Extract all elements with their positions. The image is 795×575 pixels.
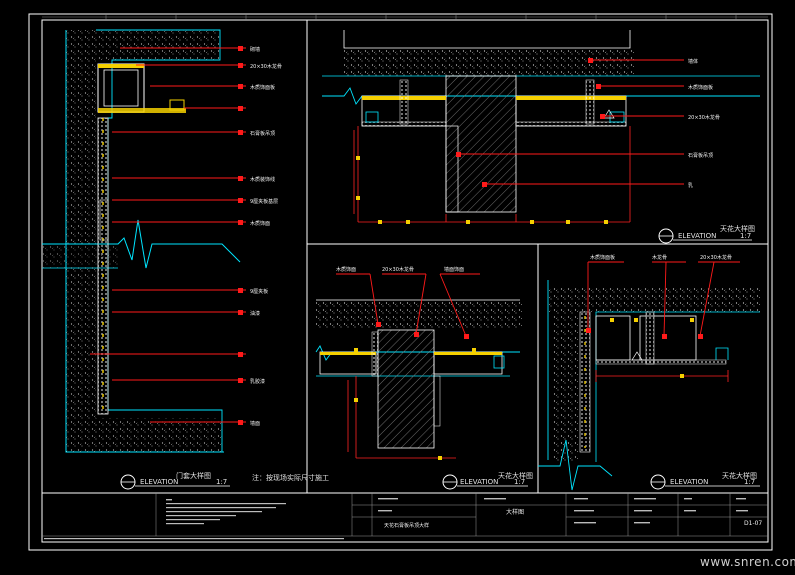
view-tag-label: ELEVATION (678, 232, 716, 240)
watermark: www.snren.com (700, 555, 795, 569)
view-tag-2: ELEVATION 天花大样图 1:7 (658, 224, 755, 244)
view-caption: 天花大样图 (720, 224, 755, 233)
v1-label: 木质饰面 (250, 220, 270, 227)
detail-view-1: 砌墙 20×30木龙骨 木质饰面板 石膏板吊顶 木质装饰线 9厘夹板基层 木质饰… (42, 29, 329, 490)
view-tag-label: ELEVATION (670, 478, 708, 486)
v2-label: 墙体 (688, 58, 698, 65)
v4-label: 木质饰面板 (590, 254, 615, 261)
v2-label: 20×30木龙骨 (688, 114, 720, 121)
v3-label: 木质饰面 (336, 266, 356, 273)
v1-label: 9厘夹板基层 (250, 198, 278, 205)
v3-label: 墙面饰面 (444, 266, 464, 273)
v1-label: 木质装饰线 (250, 176, 275, 183)
view-tag-4: ELEVATION 天花大样图 1:7 (650, 471, 760, 490)
sheet-number: D1-07 (744, 520, 762, 527)
v1-label: 油漆 (250, 310, 260, 317)
view-tag-3: ELEVATION 天花大样图 1:7 (442, 471, 533, 490)
v1-label: 石膏板吊顶 (250, 130, 275, 137)
title-block: 天花石膏板吊顶大样 大样图 D1-07 (41, 492, 769, 543)
v1-label: 乳胶漆 (250, 378, 265, 385)
view-scale: 1:7 (216, 478, 227, 486)
v1-label: 砌墙 (250, 46, 260, 53)
v1-label: 9厘夹板 (250, 288, 268, 295)
view-tag-label: ELEVATION (140, 478, 178, 486)
view-scale: 1:7 (514, 478, 525, 486)
drawing-name: 大样图 (506, 508, 524, 516)
v1-label: 墙面 (250, 420, 260, 427)
view-tag-label: ELEVATION (460, 478, 498, 486)
v4-label: 20×30木龙骨 (700, 254, 732, 261)
v1-label: 20×30木龙骨 (250, 63, 282, 70)
detail-view-4: 木质饰面板 木龙骨 20×30木龙骨 ELEVATION 天花大样图 1:7 (538, 254, 760, 491)
view1-side-note: 注：按现场实际尺寸施工 (252, 473, 329, 482)
title-block-bottom-note: 天花石膏板吊顶大样 (384, 522, 429, 529)
v2-label: 木质饰面板 (688, 84, 713, 91)
detail-view-3: 木质饰面 20×30木龙骨 墙面饰面 ELEVATION 天花大样图 1:7 (315, 266, 533, 490)
view-scale: 1:7 (744, 478, 755, 486)
v2-label: 石膏板吊顶 (688, 152, 713, 159)
view-caption: 天花大样图 (498, 471, 533, 480)
v4-label: 木龙骨 (652, 254, 667, 261)
border-ruler (42, 14, 768, 20)
view-caption: 门套大样图 (176, 471, 211, 480)
view-tag-1: ELEVATION 门套大样图 1:7 (120, 471, 230, 490)
detail-view-2: 墙体 木质饰面板 20×30木龙骨 石膏板吊顶 乳 ELEVATION 天花大样… (322, 30, 760, 244)
view-scale: 1:7 (740, 232, 751, 240)
v3-label: 20×30木龙骨 (382, 266, 414, 273)
view-caption: 天花大样图 (722, 471, 757, 480)
v2-label: 乳 (688, 182, 693, 189)
v1-label: 木质饰面板 (250, 84, 275, 91)
